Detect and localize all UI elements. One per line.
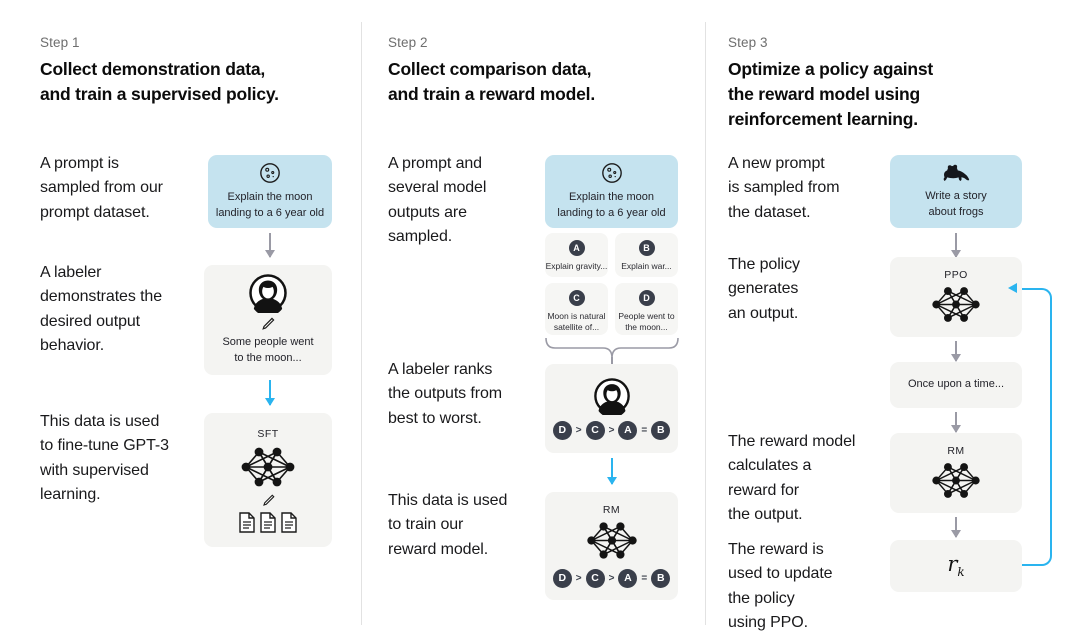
labeler-avatar-icon — [593, 377, 631, 415]
moon-icon — [601, 162, 623, 184]
prompt-box-step-3: Write a story about frogs — [890, 155, 1022, 228]
prompt-box-step-1: Explain the moon landing to a 6 year old — [208, 155, 332, 228]
rm-rank-badge-2: C — [585, 569, 605, 588]
step-label-3: Step 3 — [728, 35, 768, 50]
output-caption-a: Explain gravity... — [545, 261, 608, 271]
ranking-row-labeler: D > C > A = B — [552, 421, 671, 440]
neural-network-icon — [237, 443, 299, 491]
documents-icon — [238, 511, 298, 533]
feedback-loop-line — [1022, 288, 1052, 566]
feedback-loop-arrowhead — [1008, 283, 1017, 293]
column-step-1: Step 1 Collect demonstration data, and t… — [0, 0, 361, 643]
column-divider-2 — [705, 22, 706, 625]
output-caption-c: Moon is natural satellite of... — [547, 311, 606, 333]
output-caption-b: Explain war... — [621, 261, 672, 271]
column-step-2: Step 2 Collect comparison data, and trai… — [362, 0, 705, 643]
rm-rank-operator-3: = — [641, 573, 648, 584]
prompt-box-step-2: Explain the moon landing to a 6 year old — [545, 155, 678, 228]
frog-icon — [941, 163, 971, 183]
prompt-caption-step-1: Explain the moon landing to a 6 year old — [215, 190, 325, 219]
reward-symbol-subscript: k — [957, 565, 965, 580]
arrow-labeler-to-sft-step-1 — [269, 380, 271, 405]
pencil-icon — [260, 316, 276, 332]
prompt-caption-step-2: Explain the moon landing to a 6 year old — [557, 190, 666, 219]
rank-badge-1: D — [552, 421, 572, 440]
reward-symbol-r: r — [947, 552, 958, 577]
rm-rank-operator-1: > — [575, 573, 582, 584]
output-card-c: C Moon is natural satellite of... — [545, 283, 608, 335]
step-1-paragraph-1: A prompt is sampled from our prompt data… — [40, 155, 163, 221]
step-3-paragraph-4: The reward is used to update the policy … — [728, 541, 833, 631]
labeler-avatar-icon — [248, 273, 288, 314]
step-3-paragraph-1: A new prompt is sampled from the dataset… — [728, 155, 840, 221]
output-caption-d: People went to the moon... — [618, 311, 675, 333]
arrow-prompt-to-labeler-step-1 — [269, 233, 271, 257]
step-title-1: Collect demonstration data, and train a … — [40, 59, 279, 104]
generated-output-caption: Once upon a time... — [908, 378, 1004, 391]
reward-box: rk — [890, 540, 1022, 592]
rm-rank-badge-3: A — [618, 569, 638, 588]
labeler-caption-step-1: Some people went to the moon... — [222, 336, 314, 364]
ppo-model-label: PPO — [944, 268, 968, 281]
arrow-output-to-rm — [955, 412, 957, 432]
step-3-paragraph-2: The policy generates an output. — [728, 256, 800, 322]
rank-operator-1: > — [575, 425, 582, 436]
prompt-caption-step-3: Write a story about frogs — [925, 189, 987, 218]
step-2-paragraph-3: This data is used to train our reward mo… — [388, 492, 508, 558]
arrow-rm-to-reward — [955, 517, 957, 537]
rank-operator-2: > — [608, 425, 615, 436]
step-2-paragraph-2: A labeler ranks the outputs from best to… — [388, 361, 503, 427]
output-card-b: B Explain war... — [615, 233, 678, 277]
rm-model-box-step-2: RM — [545, 492, 678, 600]
labeler-box-step-1: Some people went to the moon... — [204, 265, 332, 375]
rm-model-label: RM — [602, 504, 621, 516]
arrow-ppo-to-output — [955, 341, 957, 361]
output-card-a: A Explain gravity... — [545, 233, 608, 277]
step-2-paragraph-1: A prompt and several model outputs are s… — [388, 155, 487, 245]
neural-network-icon — [583, 518, 641, 563]
moon-icon — [259, 162, 281, 184]
arrow-prompt-to-ppo — [955, 233, 957, 257]
step-label-2: Step 2 — [388, 35, 428, 50]
reward-symbol: rk — [947, 552, 964, 579]
step-title-3: Optimize a policy against the reward mod… — [728, 59, 934, 129]
generated-output-box: Once upon a time... — [890, 362, 1022, 408]
step-title-2: Collect comparison data, and train a rew… — [388, 59, 595, 104]
step-1-paragraph-3: This data is used to fine-tune GPT-3 wit… — [40, 413, 169, 503]
rm-rank-operator-2: > — [608, 573, 615, 584]
rm-rank-badge-4: B — [651, 569, 671, 588]
output-badge-b: B — [638, 240, 655, 256]
rank-badge-3: A — [618, 421, 638, 440]
arrow-ranking-to-rm-step-2 — [611, 458, 613, 484]
neural-network-icon — [928, 283, 984, 326]
sft-model-box-step-1: SFT — [204, 413, 332, 547]
output-badge-d: D — [638, 290, 655, 306]
ppo-model-box: PPO — [890, 257, 1022, 337]
rm-model-box-step-3: RM — [890, 433, 1022, 513]
pencil-icon — [261, 493, 276, 508]
step-label-1: Step 1 — [40, 35, 80, 50]
column-divider-1 — [361, 22, 362, 625]
column-step-3: Step 3 Optimize a policy against the rew… — [706, 0, 1080, 643]
output-card-d: D People went to the moon... — [615, 283, 678, 335]
ranking-box-step-2: D > C > A = B — [545, 364, 678, 453]
output-badge-c: C — [568, 290, 585, 306]
sft-model-label: SFT — [257, 427, 279, 440]
rm-rank-badge-1: D — [552, 569, 572, 588]
rm-model-label-step-3: RM — [947, 444, 965, 457]
neural-network-icon — [928, 459, 984, 502]
rank-badge-4: B — [651, 421, 671, 440]
rank-badge-2: C — [585, 421, 605, 440]
ranking-row-rm: D > C > A = B — [552, 569, 671, 588]
step-1-paragraph-2: A labeler demonstrates the desired outpu… — [40, 264, 163, 354]
output-badge-a: A — [568, 240, 585, 256]
rank-operator-3: = — [641, 425, 648, 436]
step-3-paragraph-3: The reward model calculates a reward for… — [728, 433, 856, 523]
